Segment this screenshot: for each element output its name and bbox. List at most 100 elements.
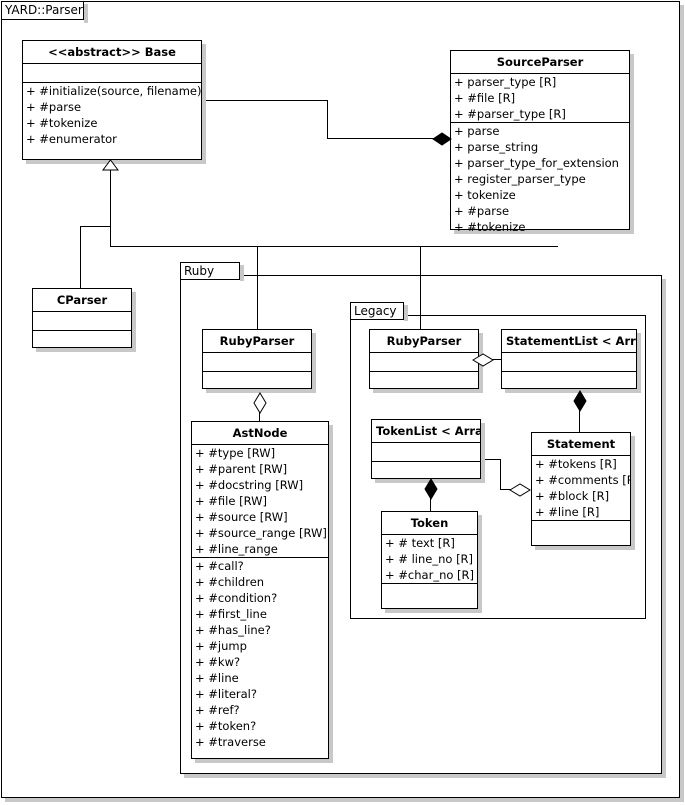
connector-base-sourceparser-seg3 — [327, 138, 443, 139]
composition-diamond-tokenlist-token — [424, 478, 438, 500]
astnode-operation: + #ref? — [195, 703, 240, 717]
ruby-rubyparser-operations-compartment — [203, 372, 311, 390]
legacy-package-tab-label: Legacy — [350, 302, 404, 320]
composition-diamond-statementlist-statement — [573, 390, 587, 412]
statement-class-title: Statement — [532, 433, 630, 456]
class-box-token[interactable]: Token + # text [R] + # line_no [R] + #ch… — [381, 511, 478, 609]
astnode-attribute: + #file [RW] — [195, 494, 267, 508]
outer-package-tab-shadow — [84, 4, 88, 23]
connector-bus-legacy-rubyparser-v — [420, 246, 421, 329]
class-box-legacy-rubyparser[interactable]: RubyParser — [369, 329, 479, 389]
connector-bus-cparser-v — [80, 226, 81, 288]
astnode-operation: + #token? — [195, 719, 257, 733]
connector-tokenlist-statement-seg1 — [482, 459, 501, 460]
astnode-attributes-compartment: + #type [RW] + #parent [RW] + #docstring… — [192, 445, 328, 558]
sourceparser-attribute: + #parser_type [R] — [454, 107, 566, 121]
connector-bus-ruby-rubyparser-v — [257, 246, 258, 329]
base-operations-compartment: + #initialize(source, filename) + #parse… — [23, 83, 201, 147]
sourceparser-class-title: SourceParser — [451, 51, 629, 74]
astnode-attribute: + #source_range [RW] — [195, 526, 327, 540]
astnode-operation: + #call? — [195, 559, 244, 573]
legacy-rubyparser-attributes-compartment — [370, 353, 478, 372]
token-attribute: + # text [R] — [385, 536, 455, 550]
ruby-rubyparser-attributes-compartment — [203, 353, 311, 372]
sourceparser-operations-compartment: + parse + parse_string + parser_type_for… — [451, 123, 629, 235]
sourceparser-operation: + parse — [454, 124, 500, 138]
class-box-base[interactable]: <<abstract>> Base + #initialize(source, … — [22, 40, 202, 160]
connector-bus-rubyparsers-h — [110, 246, 558, 247]
sourceparser-attribute: + parser_type [R] — [454, 75, 557, 89]
token-class-title: Token — [382, 512, 477, 535]
astnode-attribute: + #type [RW] — [195, 446, 276, 460]
composition-diamond-base-sourceparser — [432, 132, 452, 146]
class-box-statement[interactable]: Statement + #tokens [R] + #comments [R] … — [531, 432, 631, 546]
connector-statementlist-statement — [579, 410, 580, 432]
sourceparser-operation: + parser_type_for_extension — [454, 156, 619, 170]
astnode-operation: + #children — [195, 575, 265, 589]
astnode-operation: + #condition? — [195, 591, 278, 605]
base-class-title: <<abstract>> Base — [23, 41, 201, 64]
class-box-tokenlist[interactable]: TokenList < Array — [371, 419, 481, 479]
base-operation: + #tokenize — [26, 116, 98, 130]
sourceparser-operation: + tokenize — [454, 188, 516, 202]
sourceparser-attributes-compartment: + parser_type [R] + #file [R] + #parser_… — [451, 74, 629, 123]
statement-attribute: + #comments [R] — [535, 473, 630, 487]
statement-operations-compartment — [532, 521, 630, 539]
connector-legacyrubyparser-statementlist — [490, 359, 502, 360]
astnode-operation: + #has_line? — [195, 623, 271, 637]
legacy-rubyparser-operations-compartment — [370, 372, 478, 390]
sourceparser-attribute: + #file [R] — [454, 91, 516, 105]
astnode-attribute: + #parent [RW] — [195, 462, 288, 476]
class-box-statementlist[interactable]: StatementList < Array — [501, 329, 637, 389]
tokenlist-attributes-compartment — [372, 443, 480, 462]
base-attributes-compartment — [23, 64, 201, 83]
statement-attributes-compartment: + #tokens [R] + #comments [R] + #block [… — [532, 456, 630, 521]
statement-attribute: + #block [R] — [535, 489, 610, 503]
outer-package-tab-label: YARD::Parser — [1, 1, 84, 20]
connector-base-sourceparser-seg1 — [204, 100, 328, 101]
token-operations-compartment — [382, 584, 477, 602]
statementlist-attributes-compartment — [502, 353, 636, 372]
connector-tokenlist-statement-seg2 — [500, 459, 501, 490]
statementlist-operations-compartment — [502, 372, 636, 390]
astnode-attribute: + #docstring [RW] — [195, 478, 304, 492]
statement-attribute: + #line [R] — [535, 505, 600, 519]
astnode-class-title: AstNode — [192, 422, 328, 445]
connector-base-sourceparser-seg2 — [327, 100, 328, 139]
aggregation-diamond-rubyparser-astnode — [253, 392, 267, 414]
connector-tokenlist-statement-seg3 — [500, 489, 512, 490]
connector-rubyparser-astnode — [259, 412, 260, 421]
connector-tokenlist-token — [430, 498, 431, 511]
cparser-attributes-compartment — [33, 312, 131, 331]
astnode-operations-compartment: + #call? + #children + #condition? + #fi… — [192, 558, 328, 750]
sourceparser-operation: + register_parser_type — [454, 172, 586, 186]
token-attribute: + #char_no [R] — [385, 568, 475, 582]
astnode-operation: + #first_line — [195, 607, 267, 621]
class-box-cparser[interactable]: CParser — [32, 288, 132, 348]
token-attributes-compartment: + # text [R] + # line_no [R] + #char_no … — [382, 535, 477, 584]
astnode-attribute: + #line_range — [195, 542, 278, 556]
legacy-package-tab-shadow — [404, 305, 408, 321]
tokenlist-class-title: TokenList < Array — [372, 420, 480, 443]
astnode-operation: + #jump — [195, 639, 247, 653]
astnode-operation: + #traverse — [195, 735, 266, 749]
generalization-triangle-base — [102, 159, 119, 171]
class-box-astnode[interactable]: AstNode + #type [RW] + #parent [RW] + #d… — [191, 421, 329, 759]
ruby-rubyparser-class-title: RubyParser — [203, 330, 311, 353]
base-operation: + #initialize(source, filename) — [26, 84, 201, 98]
aggregation-diamond-legacyrubyparser-statementlist — [472, 353, 494, 367]
base-operation: + #enumerator — [26, 132, 117, 146]
cparser-operations-compartment — [33, 331, 131, 349]
sourceparser-operation: + #parse — [454, 204, 510, 218]
class-box-ruby-rubyparser[interactable]: RubyParser — [202, 329, 312, 389]
astnode-operation: + #line — [195, 671, 239, 685]
ruby-package-tab-shadow — [240, 265, 244, 281]
ruby-package-tab-label: Ruby — [180, 262, 240, 280]
token-attribute: + # line_no [R] — [385, 552, 474, 566]
statementlist-class-title: StatementList < Array — [502, 330, 636, 353]
astnode-attribute: + #source [RW] — [195, 510, 288, 524]
class-box-sourceparser[interactable]: SourceParser + parser_type [R] + #file [… — [450, 50, 630, 234]
statement-attribute: + #tokens [R] — [535, 457, 617, 471]
sourceparser-operation: + #tokenize — [454, 220, 526, 234]
